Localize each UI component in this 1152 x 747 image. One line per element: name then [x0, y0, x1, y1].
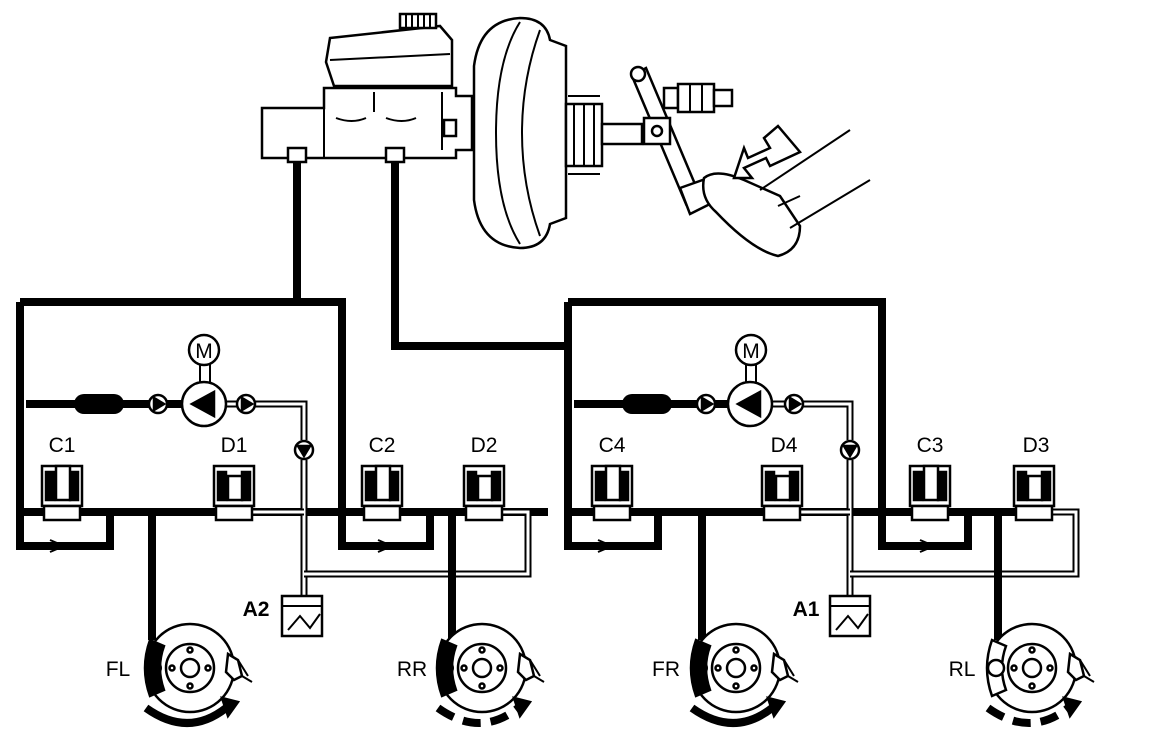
damper-icon	[74, 394, 124, 414]
valve-label: C4	[599, 434, 626, 457]
rotation-arrow-icon	[143, 704, 229, 727]
rotation-arrow-icon	[1062, 696, 1083, 719]
wheel-label: RL	[949, 658, 976, 681]
brake-disc-icon	[435, 622, 545, 714]
motor-icon: M	[187, 333, 221, 367]
supply-lines	[293, 162, 572, 350]
check-valve-icon	[597, 393, 937, 553]
rotation-arrow-icon	[512, 696, 533, 719]
valve-label: D4	[771, 434, 798, 457]
valve-label: D3	[1023, 434, 1050, 457]
brake-disc-icon	[143, 622, 253, 714]
accumulator-label: A2	[243, 598, 270, 621]
damper-icon	[622, 394, 672, 414]
motor-label: M	[195, 340, 213, 363]
foot-icon	[702, 129, 871, 258]
rotation-arrow-icon	[220, 696, 241, 719]
rotation-arrow-icon	[766, 696, 787, 719]
rotation-arrow-icon	[689, 704, 775, 727]
wheel-label: FL	[106, 658, 131, 681]
brake-booster-icon	[472, 16, 644, 250]
push-arrow-icon	[732, 124, 803, 180]
valve-label: D2	[471, 434, 498, 457]
valve-block	[40, 464, 506, 522]
wheel-label: FR	[652, 658, 680, 681]
pump-icon	[180, 362, 228, 428]
accumulator-icon	[828, 594, 872, 638]
valve-label: D1	[221, 434, 248, 457]
valve-block	[590, 464, 1056, 522]
valve-label: C3	[917, 434, 944, 457]
brake-disc-icon	[689, 622, 799, 714]
brake-disc-icon	[985, 622, 1095, 714]
valve-label: C1	[49, 434, 76, 457]
pump-icon	[726, 362, 774, 428]
rotation-arrow-icon	[435, 704, 521, 727]
accumulator-label: A1	[793, 598, 820, 621]
master-cylinder-icon	[260, 12, 474, 164]
valve-label: C2	[369, 434, 396, 457]
brake-light-switch-icon	[662, 82, 734, 114]
rotation-arrow-icon	[985, 704, 1071, 727]
motor-icon: M	[734, 333, 768, 367]
brake-pedal-icon	[629, 65, 724, 216]
wheel-label: RR	[397, 658, 427, 681]
accumulator-icon	[280, 594, 324, 638]
motor-label: M	[742, 340, 760, 363]
hydraulic-unit-right	[564, 298, 1080, 640]
check-valve-icon	[49, 393, 395, 553]
